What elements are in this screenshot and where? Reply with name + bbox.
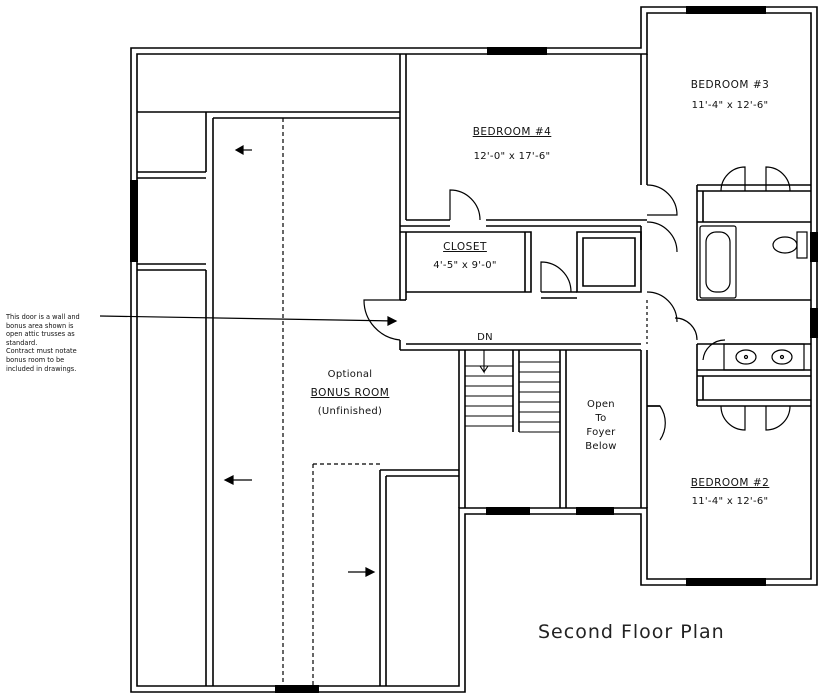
open-to-foyer-line4: Below bbox=[585, 441, 617, 452]
attic-dashed-lines bbox=[282, 118, 380, 686]
plan-title: Second Floor Plan bbox=[538, 621, 725, 643]
open-to-foyer-line3: Foyer bbox=[586, 427, 616, 438]
closet-dims: 4'-5" x 9'-0" bbox=[433, 260, 497, 271]
closet-name: CLOSET bbox=[443, 241, 487, 253]
bonus-room-note: This door is a wall and bonus area shown… bbox=[6, 313, 80, 373]
stair-treads bbox=[465, 350, 560, 433]
stair-down-label: DN bbox=[477, 332, 493, 343]
bedroom-3-closet-walls bbox=[696, 184, 811, 223]
open-to-foyer-line1: Open bbox=[587, 399, 615, 410]
bathtub bbox=[699, 225, 737, 299]
bedroom-2-dims: 11'-4" x 12'-6" bbox=[691, 496, 769, 507]
hall-closet-walls bbox=[576, 231, 642, 293]
note-leader bbox=[99, 315, 398, 326]
bedroom-2-name: BEDROOM #2 bbox=[690, 477, 770, 489]
door-swings bbox=[363, 166, 791, 441]
hallway-walls bbox=[399, 291, 641, 351]
closet-walls bbox=[400, 231, 532, 293]
bonus-room-line3: (Unfinished) bbox=[317, 406, 383, 417]
bedroom-4-name: BEDROOM #4 bbox=[472, 126, 552, 138]
bathroom-walls bbox=[696, 222, 811, 407]
windows bbox=[130, 6, 818, 693]
bonus-room-zones bbox=[137, 111, 459, 686]
open-to-foyer-line2: To bbox=[595, 413, 607, 424]
attic-arrows bbox=[223, 144, 376, 577]
bedroom-3-dims: 11'-4" x 12'-6" bbox=[691, 100, 769, 111]
vanity bbox=[723, 343, 805, 371]
bonus-room-name: BONUS ROOM bbox=[310, 387, 390, 399]
exterior-walls bbox=[130, 6, 818, 693]
bedroom-4-dims: 12'-0" x 17'-6" bbox=[473, 151, 551, 162]
bedroom-2-walls bbox=[647, 400, 698, 407]
bonus-room-line1: Optional bbox=[327, 369, 373, 380]
toilet bbox=[772, 231, 808, 259]
bedroom-4-walls bbox=[399, 54, 648, 300]
bedroom-3-name: BEDROOM #3 bbox=[690, 79, 770, 91]
